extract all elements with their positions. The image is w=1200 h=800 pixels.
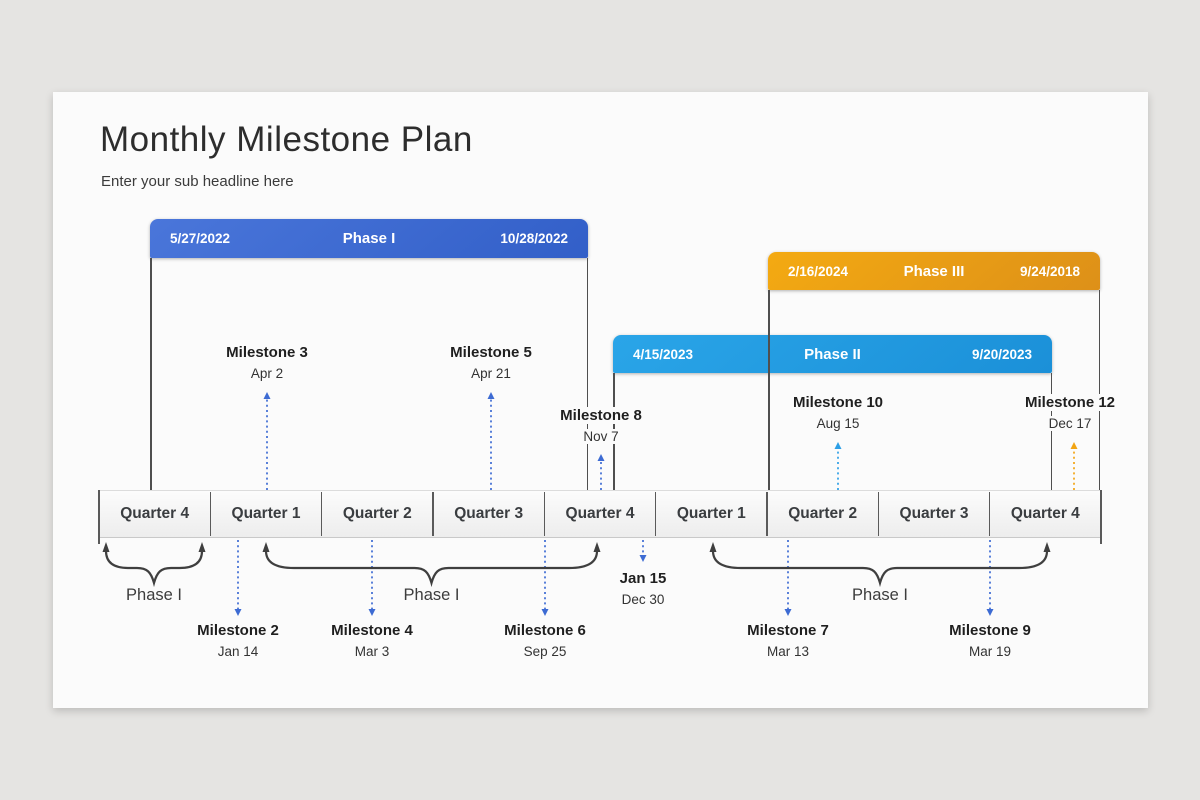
quarter-separator [98,490,100,544]
milestone-label: Milestone 6 Sep 25 [470,622,620,659]
phase-bar-3: 2/16/2024 Phase III 9/24/2018 [768,252,1100,290]
phase-bar-1: 5/27/2022 Phase I 10/28/2022 [150,219,588,258]
phase-panel-right-line [1098,290,1100,490]
milestone-arrow-up [263,392,271,490]
milestone-name: Milestone 7 [713,622,863,639]
milestone-date: Nov 7 [526,429,676,444]
milestone-arrow-down [639,540,647,562]
quarter-separator [988,492,991,536]
quarter-cell: Quarter 1 [210,490,322,538]
quarter-cell: Quarter 2 [321,490,433,538]
quarter-separator [209,492,212,536]
phase-panel-right-line [1050,373,1052,490]
milestone-label: Milestone 5 Apr 21 [416,344,566,381]
milestone-arrow-up [1070,442,1078,490]
phase-start-date: 5/27/2022 [170,231,231,246]
phase-panel-left-line [150,258,152,490]
quarter-separator [543,492,546,536]
milestone-arrow-down [368,540,376,616]
milestone-name: Milestone 12 [995,394,1145,411]
milestone-arrow-down [986,540,994,616]
phase-brace-label: Phase I [852,586,908,604]
phase-panel-left-line [768,290,770,490]
milestone-name: Milestone 3 [192,344,342,361]
quarter-separator [654,492,657,536]
phase-name: Phase I [342,230,396,247]
milestone-label: Milestone 2 Jan 14 [163,622,313,659]
phase-end-date: 9/20/2023 [971,346,1032,362]
page-title: Monthly Milestone Plan [100,120,473,159]
milestone-arrow-up [487,392,495,490]
milestone-name: Milestone 6 [470,622,620,639]
milestone-label: Milestone 12 Dec 17 [995,394,1145,431]
milestone-arrow-up [834,442,842,490]
milestone-date: Dec 17 [995,416,1145,431]
milestone-date: Mar 3 [297,644,447,659]
milestone-date: Aug 15 [763,416,913,431]
phase-name: Phase III [903,262,965,280]
phase-bar-2: 4/15/2023 Phase II 9/20/2023 [613,335,1052,373]
phase-end-date: 10/28/2022 [500,231,568,246]
quarter-cell: Quarter 3 [433,490,545,538]
phase-brace-label: Phase I [126,586,182,604]
phase-name: Phase II [804,345,861,363]
milestone-arrow-down [784,540,792,616]
quarter-separator [1100,490,1102,544]
phase-start-date: 4/15/2023 [633,346,694,362]
milestone-name: Milestone 9 [915,622,1065,639]
milestone-label: Jan 15 Dec 30 [568,570,718,607]
milestone-name: Jan 15 [568,570,718,587]
milestone-label: Milestone 3 Apr 2 [192,344,342,381]
milestone-date: Apr 21 [416,366,566,381]
milestone-date: Mar 19 [915,644,1065,659]
milestone-name: Milestone 4 [297,622,447,639]
phase-start-date: 2/16/2024 [788,263,849,279]
quarter-separator [432,492,434,536]
milestone-label: Milestone 9 Mar 19 [915,622,1065,659]
quarter-separator [877,492,880,536]
quarter-cell: Quarter 2 [767,490,879,538]
milestone-label: Milestone 7 Mar 13 [713,622,863,659]
milestone-name: Milestone 10 [763,394,913,411]
quarter-cell: Quarter 3 [878,490,990,538]
quarter-cell: Quarter 4 [989,490,1101,538]
quarter-separator [320,492,323,536]
quarter-cell: Quarter 4 [99,490,211,538]
milestone-date: Dec 30 [568,592,718,607]
quarter-cell: Quarter 1 [655,490,767,538]
milestone-label: Milestone 8 Nov 7 [526,407,676,444]
page-subtitle: Enter your sub headline here [101,173,294,190]
phase-brace [709,542,1051,588]
milestone-arrow-down [234,540,242,616]
milestone-date: Sep 25 [470,644,620,659]
phase-panel-right-line [586,258,588,490]
milestone-arrow-up [597,454,605,490]
milestone-name: Milestone 5 [416,344,566,361]
quarter-separator [766,492,768,536]
milestone-date: Mar 13 [713,644,863,659]
milestone-name: Milestone 2 [163,622,313,639]
milestone-label: Milestone 10 Aug 15 [763,394,913,431]
phase-end-date: 9/24/2018 [1019,263,1080,279]
milestone-date: Apr 2 [192,366,342,381]
milestone-date: Jan 14 [163,644,313,659]
quarter-cell: Quarter 4 [544,490,656,538]
phase-brace [102,542,206,588]
milestone-label: Milestone 4 Mar 3 [297,622,447,659]
phase-brace-label: Phase I [403,586,460,604]
phase-brace [262,542,601,588]
milestone-name: Milestone 8 [526,407,676,424]
milestone-arrow-down [541,540,549,616]
slide-canvas: Monthly Milestone Plan Enter your sub he… [53,92,1148,708]
